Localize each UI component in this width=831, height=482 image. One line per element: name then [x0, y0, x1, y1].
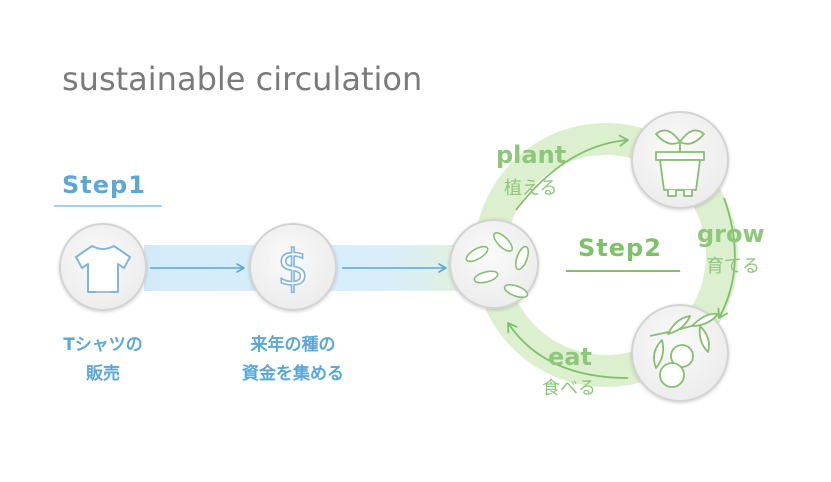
- caption-fund-line1: 来年の種の: [250, 334, 336, 355]
- step1-label: Step1: [62, 171, 146, 199]
- cycle-label-grow-jp: 育てる: [706, 256, 760, 277]
- diagram-title: sustainable circulation: [62, 60, 422, 98]
- fund-node: $: [249, 223, 337, 311]
- arrow-plant: [515, 134, 629, 211]
- arrow-eat: [507, 322, 629, 379]
- tshirt-node: [59, 223, 147, 311]
- cycle-label-grow: grow: [697, 220, 765, 248]
- cycle-label-eat-jp: 食べる: [542, 378, 596, 399]
- sprout-node: [631, 111, 729, 209]
- step2-label: Step2: [578, 234, 662, 262]
- cycle-label-plant: plant: [496, 141, 566, 169]
- seeds-node: [449, 219, 539, 309]
- potted-sprout-icon: [655, 129, 705, 197]
- caption-tshirt-line2: 販売: [86, 363, 120, 384]
- cycle-label-eat: eat: [548, 343, 592, 371]
- dollar-icon: $: [277, 239, 309, 297]
- tshirt-icon: [75, 245, 131, 293]
- cycle-label-plant-jp: 植える: [504, 178, 557, 199]
- seeds-icon: [465, 232, 530, 299]
- caption-fund-line2: 資金を集める: [242, 363, 344, 384]
- arrow-grow: [717, 197, 736, 319]
- olive-node: [631, 304, 729, 402]
- caption-tshirt-line1: Tシャツの: [63, 335, 143, 355]
- olive-branch-icon: [649, 312, 719, 388]
